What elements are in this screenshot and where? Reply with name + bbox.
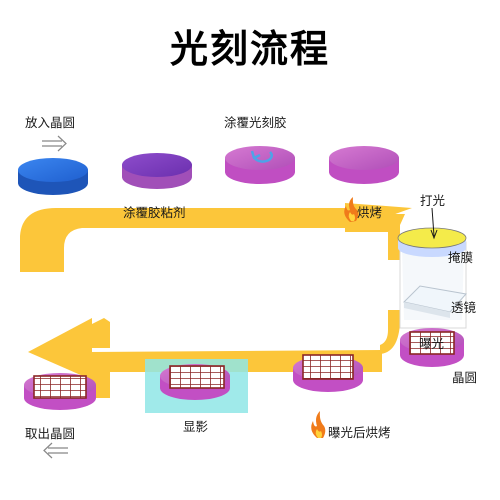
wafer-adhesive [122, 153, 192, 189]
wafer-load [18, 158, 88, 195]
label-load-wafer: 放入晶圆 [25, 115, 76, 130]
flame-icon [344, 197, 359, 222]
wafer-post-bake [293, 354, 363, 392]
rotate-icon [250, 150, 273, 163]
label-exposure: 曝光 [419, 336, 445, 351]
label-develop: 显影 [183, 419, 209, 434]
arrow-left-icon [43, 442, 68, 459]
label-light-source: 打光 [420, 193, 446, 208]
label-wafer: 晶圆 [452, 370, 478, 385]
wafer-unload [24, 373, 96, 410]
wafer-bake [329, 146, 399, 184]
diagram-title: 光刻流程 [169, 27, 330, 71]
label-post-exposure-bake: 曝光后烘烤 [328, 425, 391, 440]
label-coat-photoresist: 涂覆光刻胶 [224, 115, 287, 130]
wafer-photoresist [225, 146, 295, 184]
exposure-apparatus [397, 207, 467, 329]
arrow-right-icon [42, 135, 67, 152]
label-lens: 透镜 [451, 300, 477, 315]
label-mask: 掩膜 [448, 250, 474, 265]
label-unload-wafer: 取出晶圆 [25, 426, 76, 441]
wafer-develop [160, 364, 230, 400]
flame-icon [311, 411, 326, 438]
wafer-exposure [400, 328, 464, 367]
label-coat-adhesive: 涂覆胶粘剂 [123, 205, 186, 220]
label-bake: 烘烤 [357, 205, 383, 220]
